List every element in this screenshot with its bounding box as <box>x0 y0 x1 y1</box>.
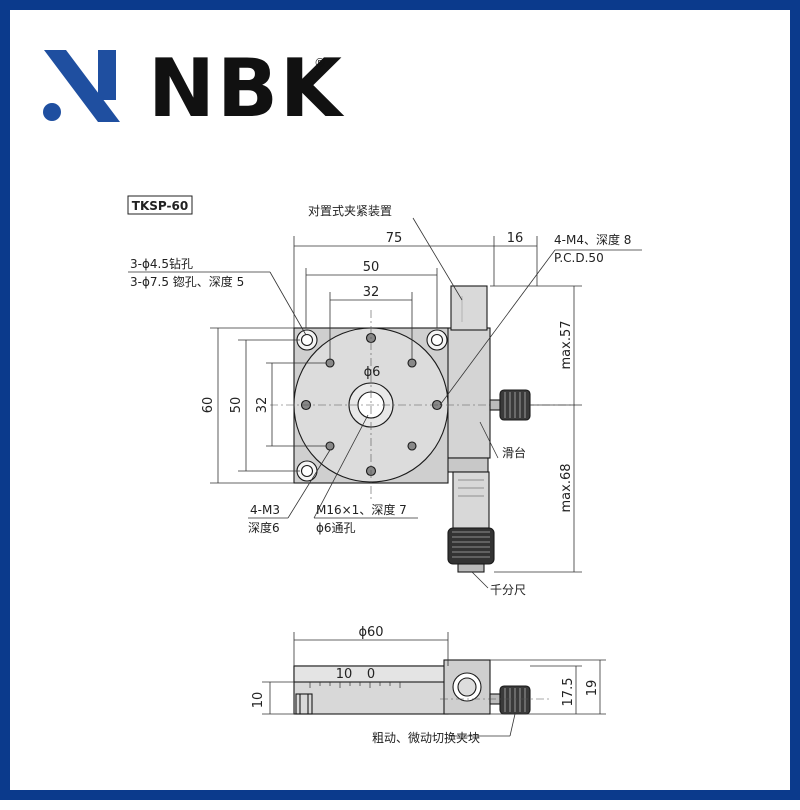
top-view: 75 50 32 16 60 50 32 max.57 max.68 ϕ6 <box>128 204 642 597</box>
side-view: 10 0 <box>251 625 606 745</box>
dim-max57: max.57 <box>559 321 574 370</box>
dim-75: 75 <box>386 231 403 246</box>
model-label: TKSP-60 <box>132 199 188 213</box>
dim-17-5: 17.5 <box>561 678 576 707</box>
dim-16: 16 <box>507 231 524 246</box>
callout-m3-line2: 深度6 <box>248 520 280 535</box>
callout-m4-line1: 4-M4、深度 8 <box>554 232 631 247</box>
micrometer <box>447 471 495 573</box>
model-label-box <box>127 195 193 215</box>
clamp-block <box>450 285 488 331</box>
dim-center-bore: ϕ6 <box>364 365 381 380</box>
callout-slide: 滑台 <box>502 445 526 460</box>
brand-logo-text: NBK <box>148 42 344 135</box>
micrometer-mount <box>442 457 489 473</box>
dim-50-vertical: 50 <box>229 397 244 414</box>
registered-mark: ® <box>314 56 326 70</box>
dim-32-vertical: 32 <box>255 397 270 414</box>
dim-side-10: 10 <box>251 692 266 709</box>
callout-m4-line2: P.C.D.50 <box>554 251 604 265</box>
scale-label-10: 10 <box>336 667 353 682</box>
callout-switch-block: 粗动、微动切换夹块 <box>372 731 480 745</box>
dim-19: 19 <box>585 680 600 697</box>
callout-hole-line1: 3-ϕ4.5钻孔 <box>130 256 193 271</box>
callout-m3-line1: 4-M3 <box>250 503 280 517</box>
scale-label-0: 0 <box>367 667 375 682</box>
callout-hole-line2: 3-ϕ7.5 锪孔、深度 5 <box>130 274 244 289</box>
dim-phi60: ϕ60 <box>358 625 383 640</box>
dim-max68: max.68 <box>559 464 574 513</box>
callout-m16-line1: M16×1、深度 7 <box>316 502 407 517</box>
nbk-diagonal-mark-icon <box>43 50 120 122</box>
angular-scale <box>309 682 401 688</box>
dim-50: 50 <box>363 260 380 275</box>
callout-clamp: 对置式夹紧装置 <box>308 204 392 218</box>
technical-drawing: TKSP-60 <box>127 195 642 745</box>
dim-32: 32 <box>363 285 380 300</box>
callout-m16-line2: ϕ6通孔 <box>316 521 356 535</box>
callout-micrometer: 千分尺 <box>490 583 526 597</box>
dim-60: 60 <box>201 397 216 414</box>
